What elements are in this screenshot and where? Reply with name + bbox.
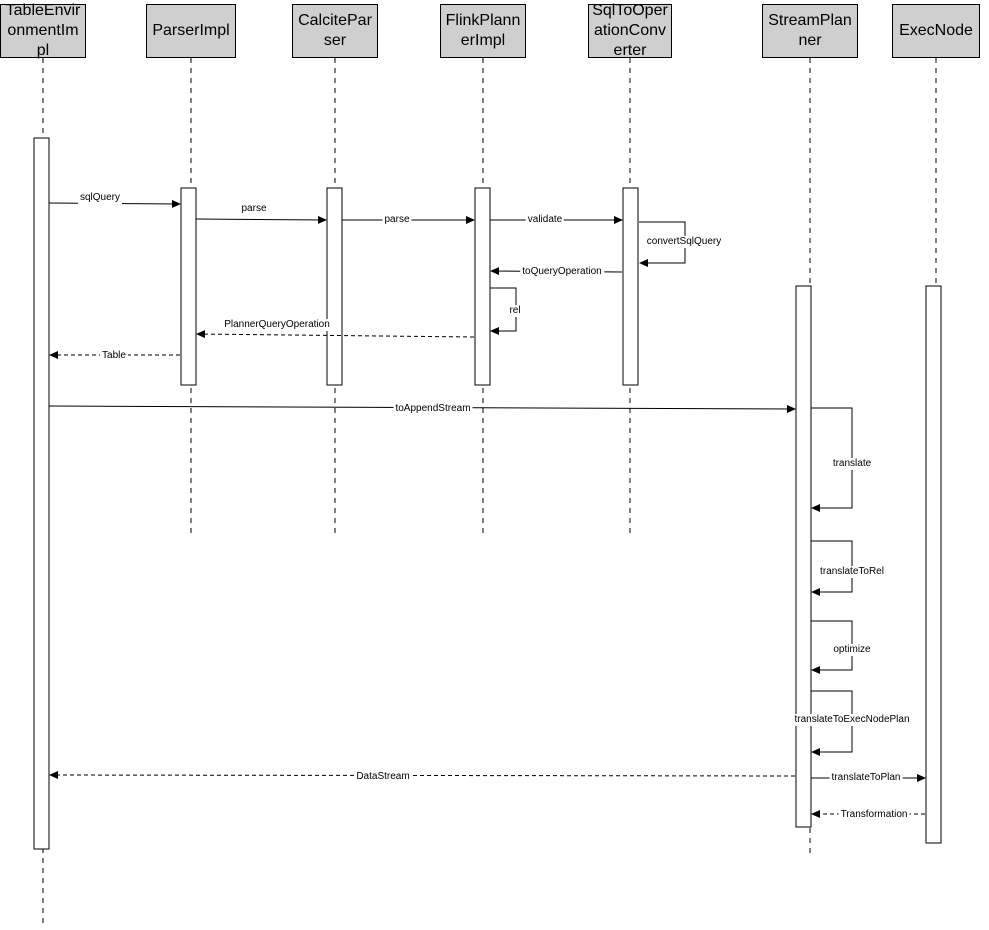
message-label-validate: validate: [525, 214, 565, 226]
activation-bar-sp: [795, 285, 812, 828]
message-label-convertsql: convertSqlQuery: [644, 236, 724, 248]
message-label-optimize: optimize: [831, 644, 873, 656]
activation-bar-fp: [474, 187, 491, 386]
message-label-rel: rel: [507, 305, 523, 317]
message-label-parse2: parse: [382, 214, 412, 226]
activation-bar-sq: [622, 187, 639, 386]
message-label-table: Table: [100, 350, 128, 362]
participant-en: ExecNode: [892, 4, 980, 58]
message-label-toqueryop: toQueryOperation: [520, 266, 604, 278]
participant-te: TableEnvironmentImpl: [0, 2, 86, 59]
message-label-translatetorel: translateToRel: [818, 566, 886, 578]
participant-pi: ParserImpl: [146, 4, 236, 58]
activation-bar-te: [33, 137, 50, 850]
participant-cp: CalciteParser: [292, 4, 378, 58]
participant-fp: FlinkPlannerImpl: [440, 4, 526, 58]
participant-sq: SqlToOperationConverter: [588, 2, 672, 59]
participant-sp: StreamPlanner: [762, 4, 858, 58]
message-label-transformation: Transformation: [838, 809, 910, 821]
message-label-sqlquery: sqlQuery: [77, 192, 123, 204]
message-label-toexecplan: translateToExecNodePlan: [792, 714, 912, 726]
activation-bar-en: [925, 285, 942, 844]
message-label-plannerqo: PlannerQueryOperation: [222, 319, 332, 331]
message-arrow-parse1: [195, 215, 327, 224]
message-arrow-datastream: [49, 771, 796, 780]
message-label-parse1: parse: [239, 203, 269, 215]
message-label-toplan: translateToPlan: [829, 772, 903, 784]
message-label-toappend: toAppendStream: [393, 403, 473, 415]
activation-bar-cp: [326, 187, 343, 386]
message-label-translate: translate: [830, 458, 874, 470]
activation-bar-pi: [180, 187, 197, 386]
message-label-datastream: DataStream: [354, 771, 412, 783]
